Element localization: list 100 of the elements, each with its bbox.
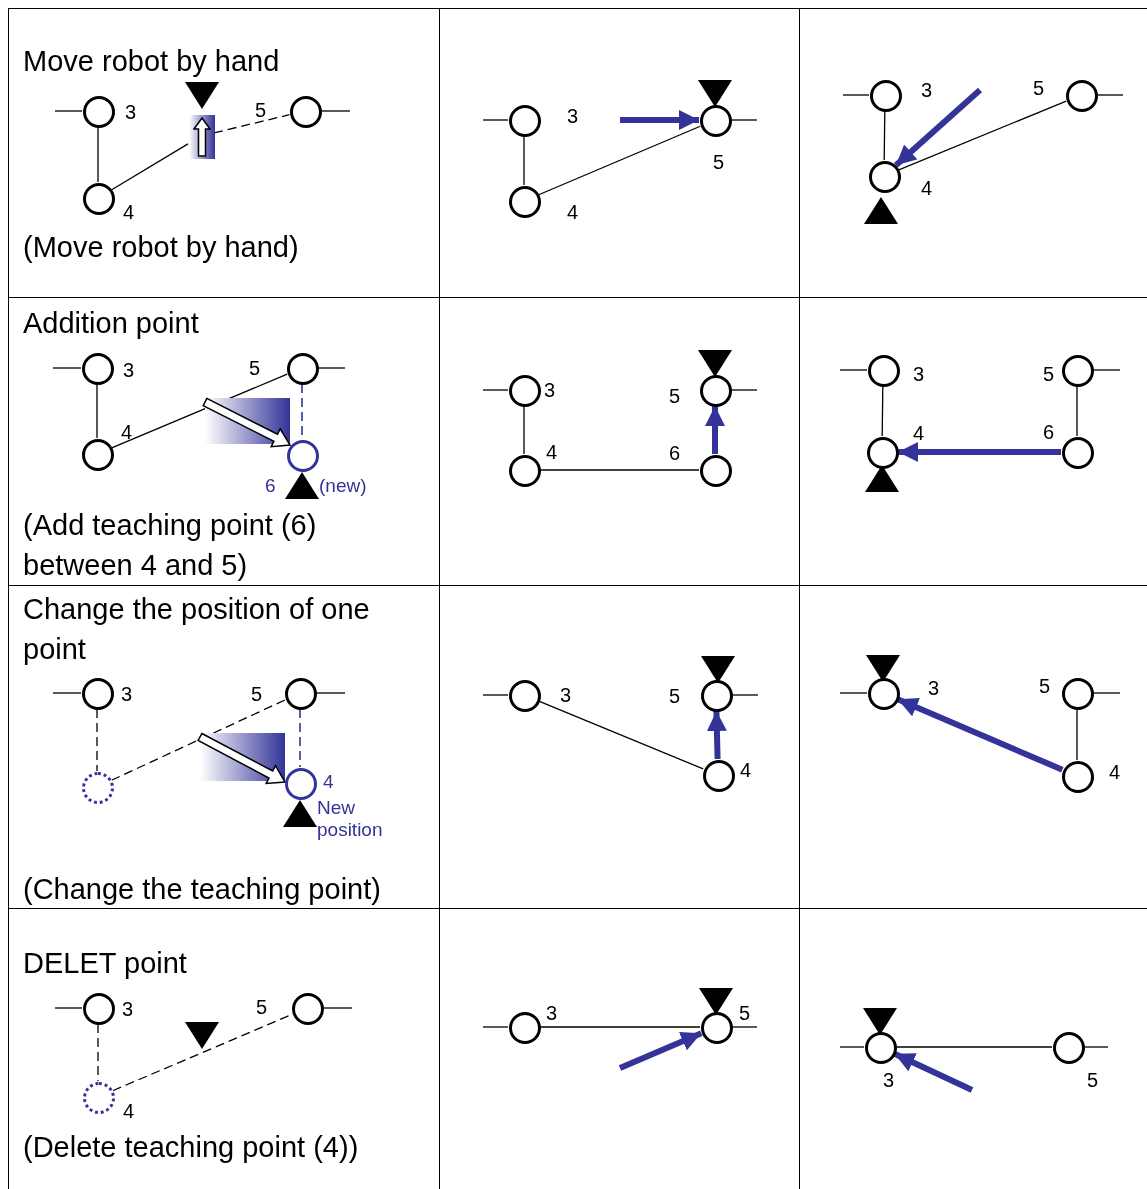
teaching-point-circle [867, 437, 899, 469]
connector-line [322, 1007, 353, 1009]
teaching-point-circle [509, 455, 541, 487]
connector-line [1096, 94, 1124, 96]
connector-line [839, 369, 868, 371]
point-number: 3 [546, 1002, 558, 1024]
teaching-point-circle [285, 678, 317, 710]
teaching-point-circle [82, 439, 114, 471]
connector-line [731, 1026, 758, 1028]
connector-line [1076, 708, 1078, 761]
point-number: 4 [323, 771, 334, 793]
point-number: 5 [251, 683, 263, 705]
dashed-line [96, 708, 98, 772]
connector-line [52, 367, 82, 369]
teaching-point-circle [868, 678, 900, 710]
teaching-point-circle [285, 768, 317, 800]
point-number: 5 [249, 357, 261, 379]
teaching-point-circle [509, 186, 541, 218]
teaching-point-circle [83, 183, 115, 215]
teaching-point-circle [701, 680, 733, 712]
point-number: 5 [1087, 1069, 1099, 1091]
teaching-point-circle [287, 353, 319, 385]
connector-line [898, 100, 1067, 171]
teaching-point-circle [1062, 355, 1094, 387]
connector-line [97, 126, 99, 183]
arrow [618, 1030, 703, 1071]
point-number: 3 [921, 79, 933, 101]
connector-line [482, 1026, 509, 1028]
point-number: 3 [122, 998, 134, 1020]
connector-line [1076, 385, 1078, 437]
point-number: 6 [669, 442, 681, 464]
cell-caption: (Add teaching point (6) between 4 and 5) [23, 508, 318, 583]
point-number: 4 [121, 421, 133, 443]
arrow [620, 110, 699, 130]
teaching-point-circle [1053, 1032, 1085, 1064]
teaching-point-circle [509, 680, 541, 712]
connector-line [523, 135, 525, 186]
point-number: 3 [125, 101, 137, 123]
cell-heading: DELET point [23, 946, 188, 981]
point-number: 5 [669, 685, 681, 707]
teaching-point-circle [870, 80, 902, 112]
arrow [705, 406, 725, 454]
teaching-point-circle [1066, 80, 1098, 112]
connector-line [1092, 369, 1121, 371]
arrow [706, 710, 727, 760]
connector-line [842, 94, 870, 96]
connector-line [538, 700, 704, 770]
teaching-point-circle [868, 355, 900, 387]
teaching-point-circle [82, 353, 114, 385]
cell-caption: (Delete teaching point (4)) [23, 1130, 360, 1165]
connector-line [895, 1046, 1053, 1048]
cell-heading: Change the position of one point [23, 592, 371, 667]
point-number: 4 [921, 177, 933, 199]
teaching-point-circle [1062, 761, 1094, 793]
point-number: 3 [121, 683, 133, 705]
teaching-point-circle [700, 375, 732, 407]
teaching-point-circle [700, 105, 732, 137]
dashed-line [299, 708, 301, 768]
point-number: 5 [739, 1002, 751, 1024]
point-number: 5 [1039, 675, 1051, 697]
connector-line [881, 385, 884, 437]
connector-line [482, 119, 509, 121]
teaching-point-circle [509, 105, 541, 137]
teaching-point-circle [1062, 437, 1094, 469]
connector-line [539, 1026, 701, 1028]
connector-line [1083, 1046, 1109, 1048]
point-number: 4 [740, 759, 752, 781]
point-number: 5 [713, 151, 725, 173]
teaching-point-circle [287, 440, 319, 472]
connector-line [482, 694, 509, 696]
point-label: New position [317, 797, 384, 841]
arrow [896, 696, 1064, 773]
connector-line [839, 1046, 865, 1048]
connector-line [883, 110, 886, 161]
teaching-point-circle [869, 161, 901, 193]
teaching-point-circle [509, 375, 541, 407]
point-number: 3 [560, 684, 572, 706]
cell-heading: Move robot by hand [23, 44, 281, 79]
connector-line [52, 692, 82, 694]
dashed-line [110, 699, 287, 781]
point-number: 3 [928, 677, 940, 699]
teaching-point-circle [292, 993, 324, 1025]
teaching-point-circle [1062, 678, 1094, 710]
point-number: 3 [913, 363, 925, 385]
connector-line [839, 692, 868, 694]
dashed-line [97, 1023, 99, 1082]
point-number: 3 [544, 379, 556, 401]
teaching-point-circle [290, 96, 322, 128]
arrow [893, 87, 982, 168]
teaching-point-circle [703, 760, 735, 792]
teaching-point-circle [83, 1082, 115, 1114]
teaching-point-circle [82, 772, 114, 804]
teaching-point-circle [700, 455, 732, 487]
point-number: 5 [1033, 77, 1045, 99]
table-cell [8, 8, 440, 298]
point-number: 5 [669, 385, 681, 407]
connector-line [317, 367, 346, 369]
teaching-point-circle [865, 1032, 897, 1064]
teaching-point-circle [83, 993, 115, 1025]
connector-line [482, 389, 509, 391]
